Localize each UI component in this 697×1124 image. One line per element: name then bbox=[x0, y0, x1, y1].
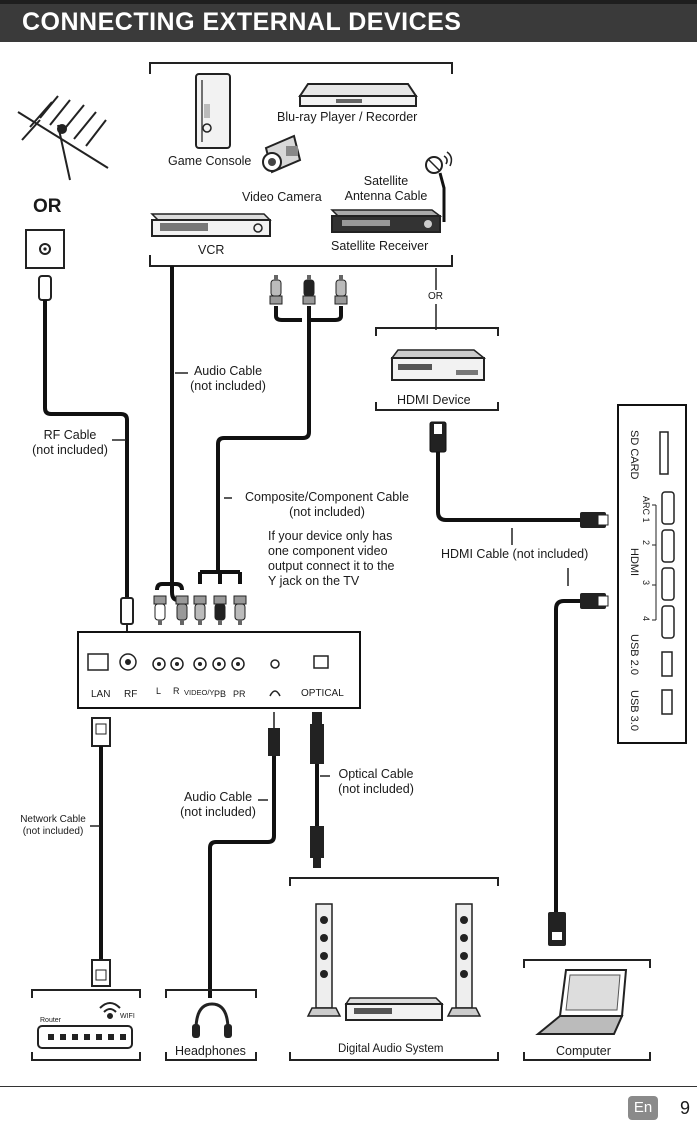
rf-port-label: RF bbox=[124, 689, 138, 700]
digital-audio-label: Digital Audio System bbox=[338, 1043, 444, 1055]
rf-cable-label: RF Cable (not included) bbox=[32, 428, 108, 457]
composite-cable-label: Composite/Component Cable (not included) bbox=[245, 490, 409, 519]
wifi-label: WIFI bbox=[120, 1013, 135, 1020]
page-header: CONNECTING EXTERNAL DEVICES bbox=[0, 0, 697, 42]
usb3-label: USB 3.0 bbox=[628, 690, 640, 731]
pb-port-label: PB bbox=[214, 689, 227, 699]
sd-card-label: SD CARD bbox=[628, 430, 640, 480]
satellite-cable-label: Satellite Antenna Cable bbox=[344, 174, 428, 203]
lan-port-label: LAN bbox=[91, 689, 111, 700]
footer-divider bbox=[0, 1086, 697, 1087]
component-note: If your device only has one component vi… bbox=[268, 529, 395, 588]
or-label-small: OR bbox=[428, 291, 443, 302]
pr-port-label: PR bbox=[233, 689, 246, 699]
hdmi-cable-label: HDMI Cable (not included) bbox=[441, 547, 589, 561]
port2-label: 2 bbox=[641, 540, 651, 546]
antenna-icon bbox=[17, 95, 109, 181]
network-cable-label: Network Cable (not included) bbox=[20, 814, 86, 837]
audio-cable-bottom-label: Audio Cable (not included) bbox=[180, 790, 256, 819]
hdmi-device-label: HDMI Device bbox=[397, 393, 471, 407]
vcr-label: VCR bbox=[198, 243, 225, 257]
vcr-icon bbox=[150, 213, 272, 237]
audio-cable-top-label: Audio Cable (not included) bbox=[190, 364, 266, 393]
video-camera-label: Video Camera bbox=[242, 190, 322, 204]
language-badge: En bbox=[628, 1096, 658, 1120]
bluray-player-icon bbox=[298, 83, 418, 107]
hdmi-device-icon bbox=[390, 349, 487, 381]
page-title: CONNECTING EXTERNAL DEVICES bbox=[22, 8, 462, 36]
router-label: Router bbox=[40, 1017, 62, 1024]
satellite-receiver-icon bbox=[330, 209, 443, 233]
port3-label: 3 bbox=[641, 580, 651, 586]
usb2-label: USB 2.0 bbox=[628, 634, 640, 675]
computer-label: Computer bbox=[556, 1044, 611, 1058]
game-console-label: Game Console bbox=[168, 154, 252, 168]
l-port-label: L bbox=[156, 686, 162, 696]
router-icon bbox=[37, 1025, 133, 1049]
wifi-icon bbox=[99, 1002, 121, 1019]
game-console-icon bbox=[195, 73, 231, 149]
headphones-icon bbox=[192, 1002, 232, 1038]
video-camera-icon bbox=[262, 134, 302, 174]
or-label-big: OR bbox=[33, 196, 62, 217]
arc1-label: ARC 1 bbox=[641, 496, 651, 523]
satellite-dish-icon bbox=[425, 151, 453, 222]
port4-label: 4 bbox=[641, 616, 651, 622]
optical-port-label: OPTICAL bbox=[301, 688, 344, 699]
digital-audio-system-icon bbox=[306, 903, 482, 1021]
video-port-label: VIDEO/Y bbox=[184, 688, 215, 697]
laptop-icon bbox=[535, 969, 628, 1035]
satellite-receiver-label: Satellite Receiver bbox=[331, 239, 429, 253]
optical-cable-label: Optical Cable (not included) bbox=[338, 767, 414, 796]
bluray-label: Blu-ray Player / Recorder bbox=[277, 110, 418, 124]
page-number: 9 bbox=[680, 1098, 691, 1118]
r-port-label: R bbox=[173, 686, 180, 696]
headphones-label: Headphones bbox=[175, 1044, 246, 1058]
hdmi-group-label: HDMI bbox=[628, 548, 640, 577]
